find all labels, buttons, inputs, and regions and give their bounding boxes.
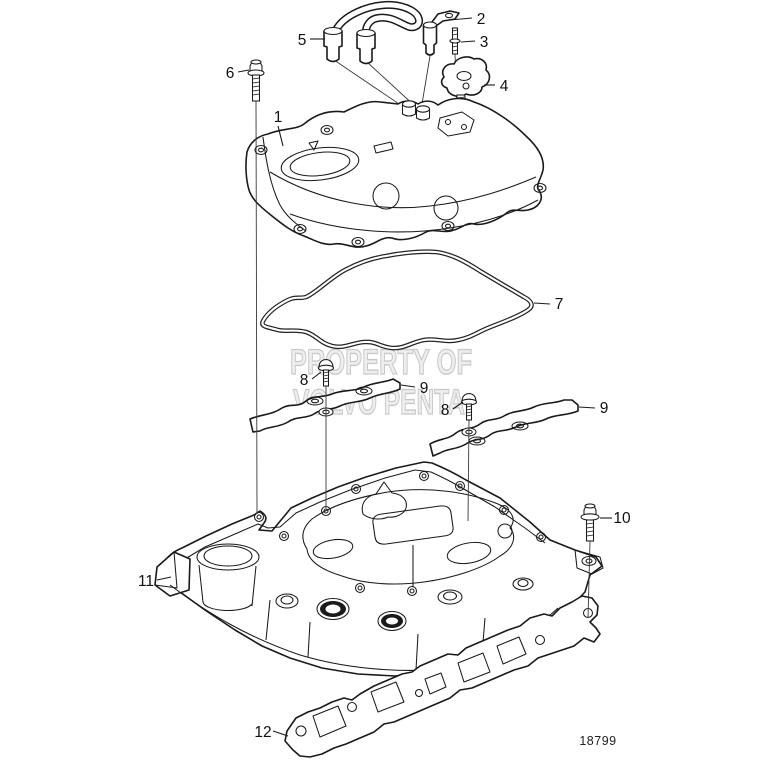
watermark-line1: PROPERTY OF (290, 343, 472, 382)
callout-9-right: 9 (600, 400, 609, 417)
part-9-plate-left (249, 378, 401, 433)
callout-6: 6 (226, 65, 235, 82)
alignment-line (467, 419, 470, 522)
callout-4: 4 (500, 78, 509, 95)
part-9-plate-right (429, 399, 579, 457)
gasket-port-opening (457, 652, 491, 683)
left-ear-bracket (154, 551, 191, 597)
deck-bolt-holes (253, 470, 547, 597)
alignment-line (333, 59, 409, 111)
callout-2: 2 (477, 11, 486, 28)
callout-12: 12 (254, 724, 271, 741)
callout-8-right: 8 (441, 402, 450, 419)
part-1-upper-manifold (245, 97, 547, 248)
gasket-port-opening (496, 636, 527, 665)
part-2-fitting (422, 10, 460, 56)
hose-fitting (323, 30, 343, 63)
callout-7: 7 (555, 296, 564, 313)
callout-5: 5 (298, 32, 307, 49)
alignment-lines-front (255, 100, 591, 619)
alignment-line (420, 55, 431, 111)
callout-3: 3 (480, 34, 489, 51)
leader-line (311, 371, 322, 380)
dark-ring-port (316, 597, 350, 621)
part-3-stud (449, 27, 461, 55)
callout-1: 1 (274, 109, 283, 126)
part-8-screw-left (317, 358, 335, 387)
alignment-line (255, 100, 258, 515)
part-5-hose (323, 0, 424, 65)
part-12-gasket (284, 595, 601, 758)
callout-8-left: 8 (300, 372, 309, 389)
callout-10: 10 (613, 510, 631, 527)
leader-line (400, 384, 416, 388)
leader-line (272, 730, 289, 737)
part-8-screw-right (460, 392, 478, 421)
hose-fitting (356, 32, 376, 65)
callout-11: 11 (138, 573, 154, 590)
alignment-line (587, 540, 591, 619)
gasket-port-opening (312, 705, 347, 738)
leader-line (237, 69, 250, 73)
leader-line (449, 17, 473, 21)
callout-9-left: 9 (420, 380, 429, 397)
gasket-port-opening (370, 681, 405, 713)
part-6-bolt (247, 59, 265, 102)
leader-line (452, 401, 464, 410)
dark-ring-port (377, 610, 407, 632)
leader-lines (156, 17, 612, 737)
gasket-port-opening (424, 672, 447, 695)
leader-line (460, 40, 476, 43)
part-7-gasket (260, 249, 534, 351)
top-ports (401, 100, 431, 121)
bolt-pads (254, 124, 547, 248)
leader-line (578, 406, 596, 409)
leader-line (533, 302, 551, 305)
drawing-number: 18799 (579, 734, 616, 748)
leader-line (156, 576, 172, 581)
part-10-bolt (580, 503, 600, 542)
part-11-lower-manifold (154, 461, 604, 677)
leader-line (277, 125, 284, 147)
callout-labels: 1 2 3 4 5 6 7 8 9 8 9 10 11 12 (138, 11, 631, 741)
